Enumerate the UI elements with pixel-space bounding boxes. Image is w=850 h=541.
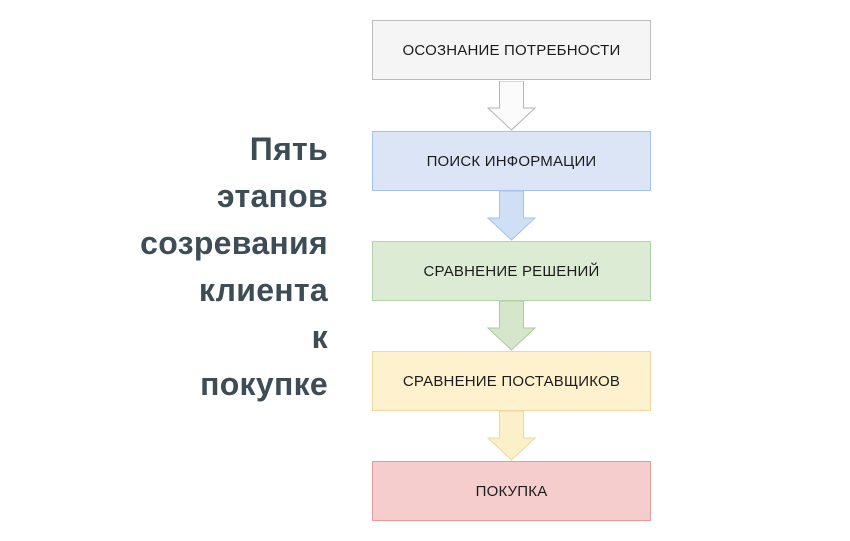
- stage-label: ПОКУПКА: [475, 482, 548, 500]
- stage-label: ПОИСК ИНФОРМАЦИИ: [426, 152, 597, 170]
- down-arrow-icon: [487, 191, 536, 241]
- title-line: созревания: [140, 225, 328, 261]
- down-arrow-icon: [487, 81, 536, 131]
- title-line: Пять: [249, 131, 328, 167]
- stage-box-solution-comparison: СРАВНЕНИЕ РЕШЕНИЙ: [372, 241, 651, 301]
- stage-box-vendor-comparison: СРАВНЕНИЕ ПОСТАВЩИКОВ: [372, 351, 651, 411]
- down-arrow-icon: [487, 301, 536, 351]
- title-line: покупке: [200, 366, 328, 402]
- stage-box-information-search: ПОИСК ИНФОРМАЦИИ: [372, 131, 651, 191]
- stage-box-need-recognition: ОСОЗНАНИЕ ПОТРЕБНОСТИ: [372, 20, 651, 80]
- stage-label: СРАВНЕНИЕ ПОСТАВЩИКОВ: [402, 372, 621, 390]
- title-line: этапов: [216, 178, 328, 214]
- title-line: к: [311, 319, 328, 355]
- stage-label: ОСОЗНАНИЕ ПОТРЕБНОСТИ: [402, 41, 621, 59]
- stage-box-purchase: ПОКУПКА: [372, 461, 651, 521]
- down-arrow-icon: [487, 411, 536, 461]
- diagram-title: Пять этапов созревания клиента к покупке: [40, 126, 328, 408]
- title-line: клиента: [198, 272, 328, 308]
- stage-label: СРАВНЕНИЕ РЕШЕНИЙ: [423, 262, 600, 280]
